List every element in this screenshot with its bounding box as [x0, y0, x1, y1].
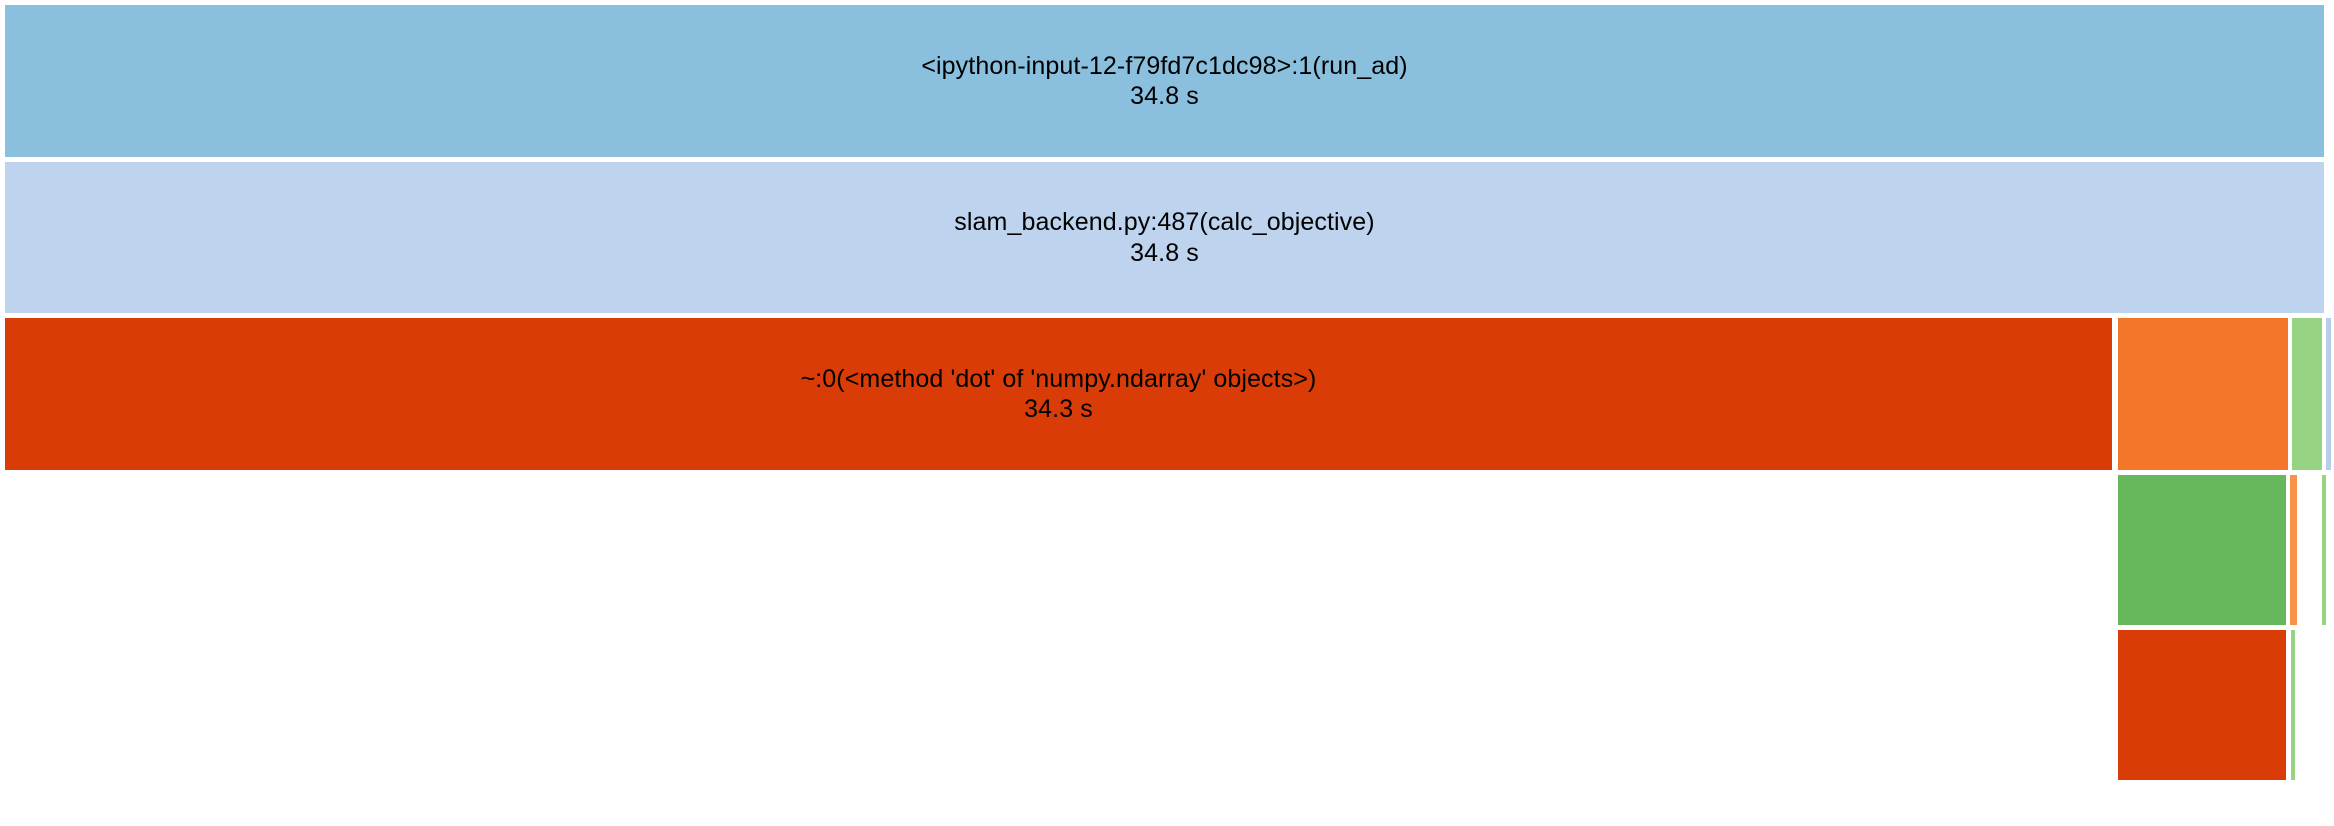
- flame-frame-label: ~:0(<method 'dot' of 'numpy.ndarray' obj…: [800, 364, 1317, 393]
- flame-frame-time: 34.8 s: [1130, 82, 1199, 110]
- flame-frame-time: 34.3 s: [1024, 395, 1093, 423]
- flame-frame[interactable]: [2291, 630, 2295, 780]
- flame-frame[interactable]: [2326, 318, 2331, 470]
- flame-frame[interactable]: [2118, 475, 2286, 625]
- flame-frame[interactable]: ~:0(<method 'dot' of 'numpy.ndarray' obj…: [5, 318, 2112, 470]
- flame-frame[interactable]: [2322, 475, 2326, 625]
- flame-frame-label: <ipython-input-12-f79fd7c1dc98>:1(run_ad…: [921, 51, 1408, 80]
- flame-frame[interactable]: [2118, 630, 2286, 780]
- flame-frame[interactable]: [2290, 475, 2297, 625]
- flame-frame[interactable]: slam_backend.py:487(calc_objective)34.8 …: [5, 162, 2324, 313]
- flame-frame-label: slam_backend.py:487(calc_objective): [954, 208, 1375, 236]
- flame-frame[interactable]: <ipython-input-12-f79fd7c1dc98>:1(run_ad…: [5, 5, 2324, 157]
- flame-frame-time: 34.8 s: [1130, 238, 1199, 267]
- flame-frame[interactable]: [2292, 318, 2322, 470]
- flame-frame[interactable]: [2118, 318, 2288, 470]
